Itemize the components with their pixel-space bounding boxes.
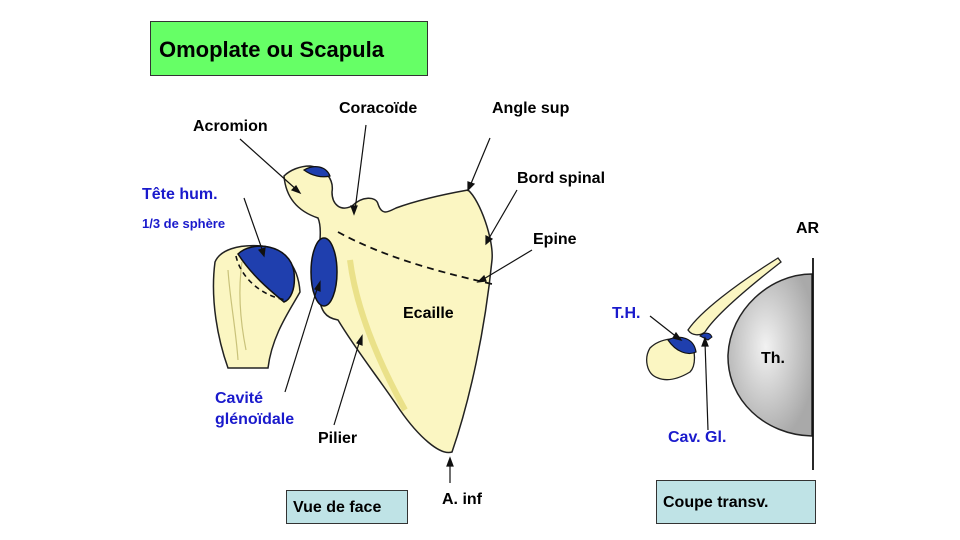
label-ecaille: Ecaille — [403, 305, 454, 322]
label-pilier: Pilier — [318, 430, 358, 447]
label-acromion: Acromion — [193, 118, 268, 135]
pillar-shading — [347, 259, 408, 412]
label-coracoide: Coracoïde — [339, 100, 418, 117]
label-epine: Epine — [533, 231, 577, 248]
scapular-spine-dashed — [337, 231, 493, 285]
scapula-section — [687, 257, 782, 336]
label-tete-hum: Tête hum. — [142, 186, 218, 203]
thorax-section — [727, 273, 813, 437]
section-arrows — [649, 315, 709, 431]
scapula — [283, 165, 493, 454]
label-cavite-1: Cavité — [215, 390, 264, 407]
label-thorax: Th. — [761, 350, 785, 367]
acromion-cartilage — [302, 166, 331, 178]
caption-front-view: Vue de face — [286, 490, 408, 524]
page-title: Omoplate ou Scapula — [150, 21, 428, 76]
label-th-abbr: T.H. — [612, 305, 641, 322]
label-bord-spinal: Bord spinal — [517, 170, 606, 187]
label-sphere: 1/3 de sphère — [142, 216, 226, 231]
caption-transverse: Coupe transv. — [656, 480, 816, 524]
humeral-head-cartilage — [237, 245, 296, 303]
label-a-inf: A. inf — [442, 491, 482, 508]
front-view-arrows — [239, 124, 533, 483]
label-cav-gl: Cav. Gl. — [668, 429, 727, 446]
label-angle-sup: Angle sup — [492, 100, 570, 117]
label-cavite-2: glénoïdale — [215, 411, 295, 428]
glenoid-section — [699, 332, 713, 341]
label-ar: AR — [796, 220, 820, 237]
